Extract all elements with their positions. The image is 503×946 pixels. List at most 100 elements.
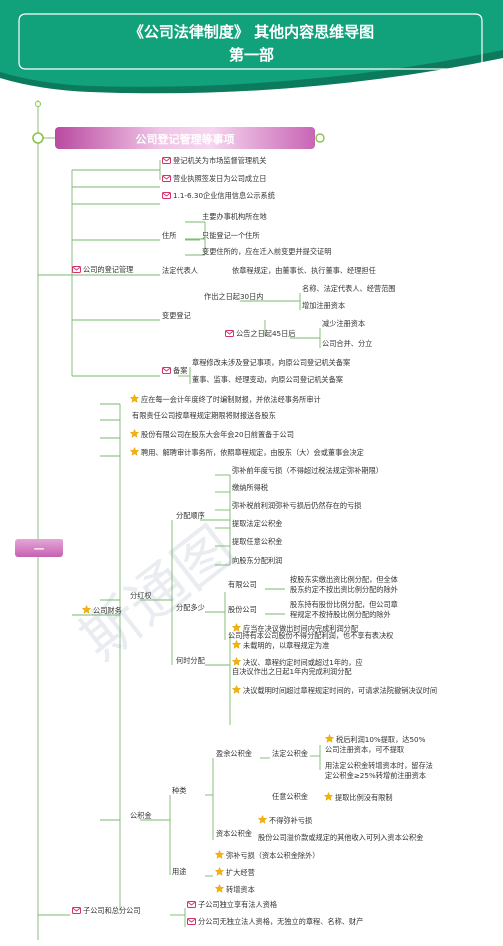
node-n-o2[interactable]: 缴纳所得税 xyxy=(232,483,268,492)
node-n-sh2[interactable]: 程规定不按持股比例分配的除外 xyxy=(290,610,391,619)
node-n-u3[interactable]: 转增资本 xyxy=(215,884,255,894)
node-n-disc1[interactable]: 提取比例没有限制 xyxy=(324,792,393,802)
node-label: 股东持有股份比例分配，但公司章 xyxy=(290,600,398,609)
node-n-u1[interactable]: 弥补亏损（资本公积金除外） xyxy=(215,850,319,860)
node-n-rec1[interactable]: 章程修改未涉及登记事项，向原公司登记机关备案 xyxy=(192,358,350,367)
node-n-capres[interactable]: 资本公积金 xyxy=(216,829,252,838)
node-n-r1[interactable]: 登记机关为市场监督管理机关 xyxy=(162,156,266,165)
node-n-c45[interactable]: 公告之日起45日后 xyxy=(225,329,295,338)
node-n-a1[interactable]: 主要办事机构所在地 xyxy=(202,212,267,221)
node-n-cap2[interactable]: 股份公司溢价款或规定的其他收入可列入资本公积金 xyxy=(258,833,423,842)
node-n-ltd2[interactable]: 股东约定不按出资比例分配的除外 xyxy=(290,585,398,594)
node-label: 法定代表人 xyxy=(162,266,198,275)
node-n-res[interactable]: 公积金 xyxy=(130,811,152,820)
node-label: 自决议作出之日起1年内完成利润分配 xyxy=(232,667,352,676)
node-label: 分公司无独立法人资格，无独立的章程、名称、财产 xyxy=(198,917,364,926)
node-label: 分红权 xyxy=(130,591,152,600)
node-n-when[interactable]: 何时分配 xyxy=(176,656,205,665)
node-n-sh1[interactable]: 股东持有股份比例分配，但公司章 xyxy=(290,600,398,609)
node-n-f4[interactable]: 聘用、解聘审计事务所，依照章程规定，由股东（大）会或董事会决定 xyxy=(130,447,364,457)
node-n-r3[interactable]: 1.1-6.30企业信用信息公示系统 xyxy=(162,191,275,200)
mail-icon xyxy=(187,901,196,908)
node-n-pd[interactable]: 分红权 xyxy=(130,591,152,600)
node-label: 作出之日起30日内 xyxy=(204,292,264,301)
node-n-reg[interactable]: 公司的登记管理 xyxy=(72,265,133,274)
node-n-c45a[interactable]: 减少注册资本 xyxy=(322,319,365,328)
node-n-c30a[interactable]: 名称、法定代表人、经营范围 xyxy=(302,284,395,293)
node-n-kind[interactable]: 种类 xyxy=(172,786,186,795)
node-n-own[interactable]: 公司持有本公司股份不得分配利润，也不享有表决权 xyxy=(228,631,393,640)
node-label: 依章程规定，由董事长、执行董事、经理担任 xyxy=(232,266,376,275)
node-n-c30[interactable]: 作出之日起30日内 xyxy=(204,292,263,301)
node-label: 只能登记一个住所 xyxy=(202,231,260,240)
node-n-use[interactable]: 用途 xyxy=(172,867,186,876)
mail-icon xyxy=(162,192,171,199)
node-n-w3a[interactable]: 决议、章程约定时间或超过1年的，应 xyxy=(232,657,363,667)
node-label: 按股东实缴出资比例分配，但全体 xyxy=(290,575,398,584)
node-label: 公司合并、分立 xyxy=(322,339,373,348)
node-n-f3[interactable]: 股份有限公司在股东大会年会20日前置备于公司 xyxy=(130,429,294,439)
node-n-rec2[interactable]: 董事、监事、经理变动，向原公司登记机关备案 xyxy=(192,375,343,384)
node-n-legal1[interactable]: 依章程规定，由董事长、执行董事、经理担任 xyxy=(232,266,376,275)
node-label: 缴纳所得税 xyxy=(232,483,268,492)
node-n-o3[interactable]: 弥补税前利润弥补亏损后仍然存在的亏损 xyxy=(232,501,361,510)
node-n-b2[interactable]: 分公司无独立法人资格，无独立的章程、名称、财产 xyxy=(187,917,363,926)
node-label: 公司财务 xyxy=(93,606,122,615)
node-n-c45b[interactable]: 公司合并、分立 xyxy=(322,339,372,348)
node-n-b1[interactable]: 子公司独立享有法人资格 xyxy=(187,900,277,909)
node-n-c30b[interactable]: 增加注册资本 xyxy=(302,301,345,310)
star-icon xyxy=(130,394,139,403)
title-line-2: 第一部 xyxy=(228,46,274,64)
node-label: 住所 xyxy=(162,231,177,240)
node-n-w3b[interactable]: 自决议作出之日起1年内完成利润分配 xyxy=(232,667,352,676)
node-n-f2[interactable]: 有限责任公司按章程规定期限将财报送各股东 xyxy=(132,411,276,420)
node-n-addr[interactable]: 住所 xyxy=(162,231,176,240)
node-n-w4[interactable]: 决议载明时间超过章程规定时间的，可请求法院撤销决议时间 xyxy=(232,685,437,695)
node-label: 公积金 xyxy=(130,811,152,820)
star-icon xyxy=(130,429,139,438)
node-n-fin[interactable]: 公司财务 xyxy=(82,605,122,615)
root-node[interactable]: 一 xyxy=(15,539,63,557)
node-label: 公告之日起45日后 xyxy=(236,329,296,338)
node-label: 用法定公积金转增资本时，留存法 xyxy=(325,761,433,770)
node-label: 定公积金≥25%转增前注册资本 xyxy=(325,771,427,780)
node-n-w2[interactable]: 未载明的，以章程规定为准 xyxy=(232,640,329,650)
node-n-r2[interactable]: 营业执照签发日为公司成立日 xyxy=(162,174,266,183)
node-n-o6[interactable]: 向股东分配利润 xyxy=(232,556,282,565)
node-n-order[interactable]: 分配顺序 xyxy=(176,511,205,520)
node-label: 何时分配 xyxy=(176,656,205,665)
node-n-a2[interactable]: 只能登记一个住所 xyxy=(202,231,260,240)
node-n-st2b[interactable]: 定公积金≥25%转增前注册资本 xyxy=(325,771,426,780)
node-n-o1[interactable]: 弥补前年度亏损（不得超过税法规定弥补期限） xyxy=(232,466,383,475)
node-n-rec[interactable]: 备案 xyxy=(162,366,187,375)
node-n-change[interactable]: 变更登记 xyxy=(162,311,191,320)
node-n-discretionary[interactable]: 任意公积金 xyxy=(272,792,308,801)
root-node-label: 一 xyxy=(34,545,44,556)
node-n-st1b[interactable]: 公司注册资本，可不提取 xyxy=(325,745,404,754)
node-n-surplus[interactable]: 盈余公积金 xyxy=(216,749,252,758)
node-n-w1[interactable]: 应当在决议做出时间内完成利润分配 xyxy=(232,623,358,633)
mail-icon xyxy=(187,918,196,925)
node-n-cap1[interactable]: 不得弥补亏损 xyxy=(258,815,312,825)
star-icon xyxy=(215,867,224,876)
node-n-sh[interactable]: 股份公司 xyxy=(228,605,257,614)
node-n-st1a[interactable]: 税后利润10%提取，达50% xyxy=(325,734,425,744)
node-n-a3[interactable]: 变更住所的，应在迁入前变更并提交证明 xyxy=(202,247,331,256)
node-n-st2a[interactable]: 用法定公积金转增资本时，留存法 xyxy=(325,761,433,770)
star-icon xyxy=(130,447,139,456)
node-n-u2[interactable]: 扩大经营 xyxy=(215,867,255,877)
node-n-ltd[interactable]: 有限公司 xyxy=(228,580,257,589)
node-n-o5[interactable]: 提取任意公积金 xyxy=(232,537,282,546)
node-n-ltd1[interactable]: 按股东实缴出资比例分配，但全体 xyxy=(290,575,398,584)
node-n-o4[interactable]: 提取法定公积金 xyxy=(232,519,282,528)
node-n-statutory[interactable]: 法定公积金 xyxy=(272,749,308,758)
node-n-f1[interactable]: 应在每一会计年度终了时编制财报，并依法经事务所审计 xyxy=(130,394,321,404)
mail-icon xyxy=(162,157,171,164)
node-n-ratio[interactable]: 分配多少 xyxy=(176,603,205,612)
node-label: 营业执照签发日为公司成立日 xyxy=(173,174,267,183)
node-dot xyxy=(35,101,41,107)
star-icon xyxy=(232,657,241,666)
node-n-branch[interactable]: 子公司和总分公司 xyxy=(72,906,141,915)
node-label: 盈余公积金 xyxy=(216,749,252,758)
node-n-legal[interactable]: 法定代表人 xyxy=(162,266,198,275)
